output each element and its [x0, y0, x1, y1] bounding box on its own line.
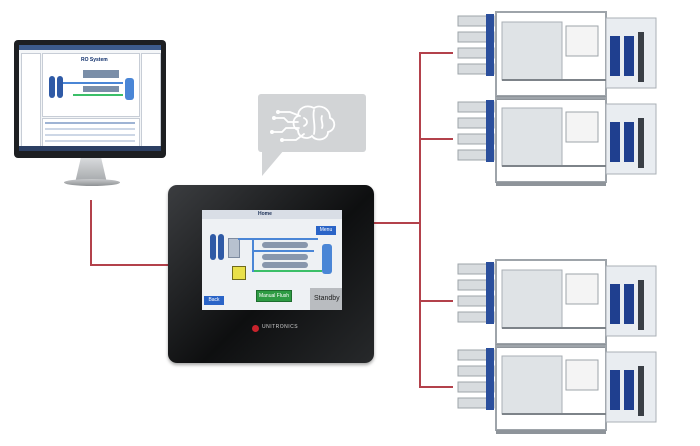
monitor-stand-neck [75, 158, 107, 180]
ro-system-3 [456, 256, 662, 352]
ro-system-1 [456, 8, 662, 104]
ro-skid-illustration [457, 97, 657, 186]
hmi-pipe-top [238, 238, 318, 240]
connector-trunk [419, 52, 421, 388]
connector-monitor-horizontal [90, 264, 168, 266]
connector-branch-3 [419, 300, 453, 302]
hmi-standby-panel [310, 288, 342, 310]
hmi-pipe-low [252, 270, 322, 272]
connector-branch-1 [419, 52, 453, 54]
speech-bubble-tail [262, 150, 284, 176]
hmi-screen: Home Menu Manual Flush Back Standby [202, 210, 342, 310]
hmi-screen-title: Home [258, 211, 272, 217]
monitor-screen: RO System [19, 45, 161, 151]
hmi-title-bar [202, 210, 342, 219]
monitor-tank-2 [57, 76, 63, 98]
manual-flush-button[interactable]: Manual Flush [256, 290, 292, 302]
ro-skid-illustration [457, 11, 657, 100]
table-line [45, 122, 135, 124]
monitor-menubar [19, 45, 161, 50]
connector-branch-2 [419, 138, 453, 140]
ro-system-2 [456, 94, 662, 190]
hmi-tank-2 [218, 234, 224, 260]
ro-system-4 [456, 342, 662, 438]
hmi-filter [228, 238, 240, 258]
monitor-taskbar [19, 146, 161, 151]
monitor-product-tank [125, 78, 134, 100]
monitor-canvas: RO System [42, 53, 140, 117]
monitor-vessel-2 [83, 86, 119, 92]
table-line [45, 134, 135, 136]
monitor-title: RO System [81, 57, 108, 63]
monitor-vessel [83, 70, 119, 78]
table-line [45, 140, 135, 142]
connector-branch-4 [419, 386, 453, 388]
connector-monitor-vertical [90, 200, 92, 266]
monitor-left-tree [21, 53, 41, 147]
hmi-membrane-1 [262, 242, 308, 248]
brain-circuit-icon [270, 105, 336, 142]
monitor-pipe-2 [73, 94, 123, 96]
ro-skid-illustration [457, 259, 657, 348]
ro-skid-illustration [457, 345, 657, 434]
table-line [45, 128, 135, 130]
hmi-pump [232, 266, 246, 280]
hmi-membrane-3 [262, 262, 308, 268]
hmi-menu-button[interactable]: Menu [316, 226, 336, 235]
hmi-pipe-vert [252, 238, 254, 272]
monitor-pipe-1 [63, 82, 123, 84]
monitor-tank-1 [49, 76, 55, 98]
connector-hmi-out [374, 222, 420, 224]
hmi-product-tank [322, 244, 332, 274]
speech-bubble [258, 94, 366, 152]
monitor-stand-base [64, 179, 120, 186]
brand-logo-icon [252, 325, 259, 332]
hmi-pipe-mid [252, 250, 314, 252]
monitor-data-table [42, 118, 140, 147]
hmi-membrane-2 [262, 254, 308, 260]
hmi-standby-label: Standby [314, 295, 340, 302]
monitor-right-panel [141, 53, 161, 147]
hmi-tank-1 [210, 234, 216, 260]
hmi-brand-text: UNITRONICS [262, 324, 299, 330]
hmi-back-button[interactable]: Back [204, 296, 224, 305]
